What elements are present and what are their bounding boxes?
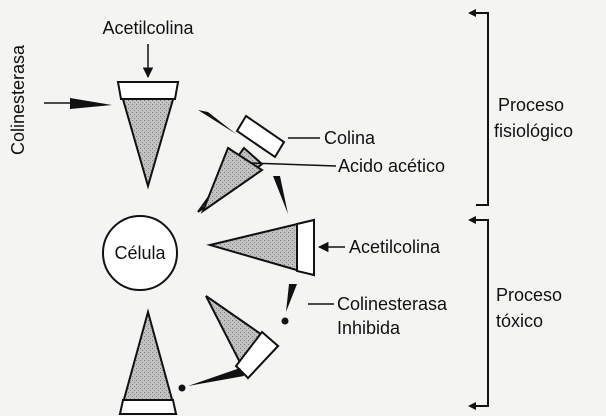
bracket-toxico [468, 216, 488, 410]
lower-diagonal-cone [206, 296, 278, 378]
colinesterasa-inhibida-line2: Inhibida [337, 318, 401, 338]
colinesterasa-inhibida-line1: Colinesterasa [337, 294, 448, 314]
proceso-fisiologico-line2: fisiológico [494, 121, 573, 141]
colinesterasa-wedge-lower [273, 176, 288, 214]
acetilcolina-mid-label: Acetilcolina [349, 237, 441, 257]
middle-cone [210, 220, 314, 275]
proceso-fisiologico-line1: Proceso [498, 95, 564, 115]
bottom-cone [120, 312, 176, 414]
inhibited-wedge-upper [282, 284, 298, 325]
top-cone [118, 82, 178, 186]
bracket-fisiologico [468, 9, 488, 205]
colinesterasa-label: Colinesterasa [8, 44, 28, 155]
proceso-toxico-line2: tóxico [496, 311, 543, 331]
celula-label: Célula [114, 243, 166, 263]
colinesterasa-arrow [44, 98, 112, 109]
inhibited-wedge-lower [179, 368, 245, 392]
acetilcolina-top-label: Acetilcolina [102, 18, 194, 38]
proceso-toxico-line1: Proceso [496, 285, 562, 305]
colina-label: Colina [324, 128, 376, 148]
acido-acetico-label: Acido acético [338, 156, 445, 176]
colinesterasa-wedge-upper [198, 110, 236, 134]
